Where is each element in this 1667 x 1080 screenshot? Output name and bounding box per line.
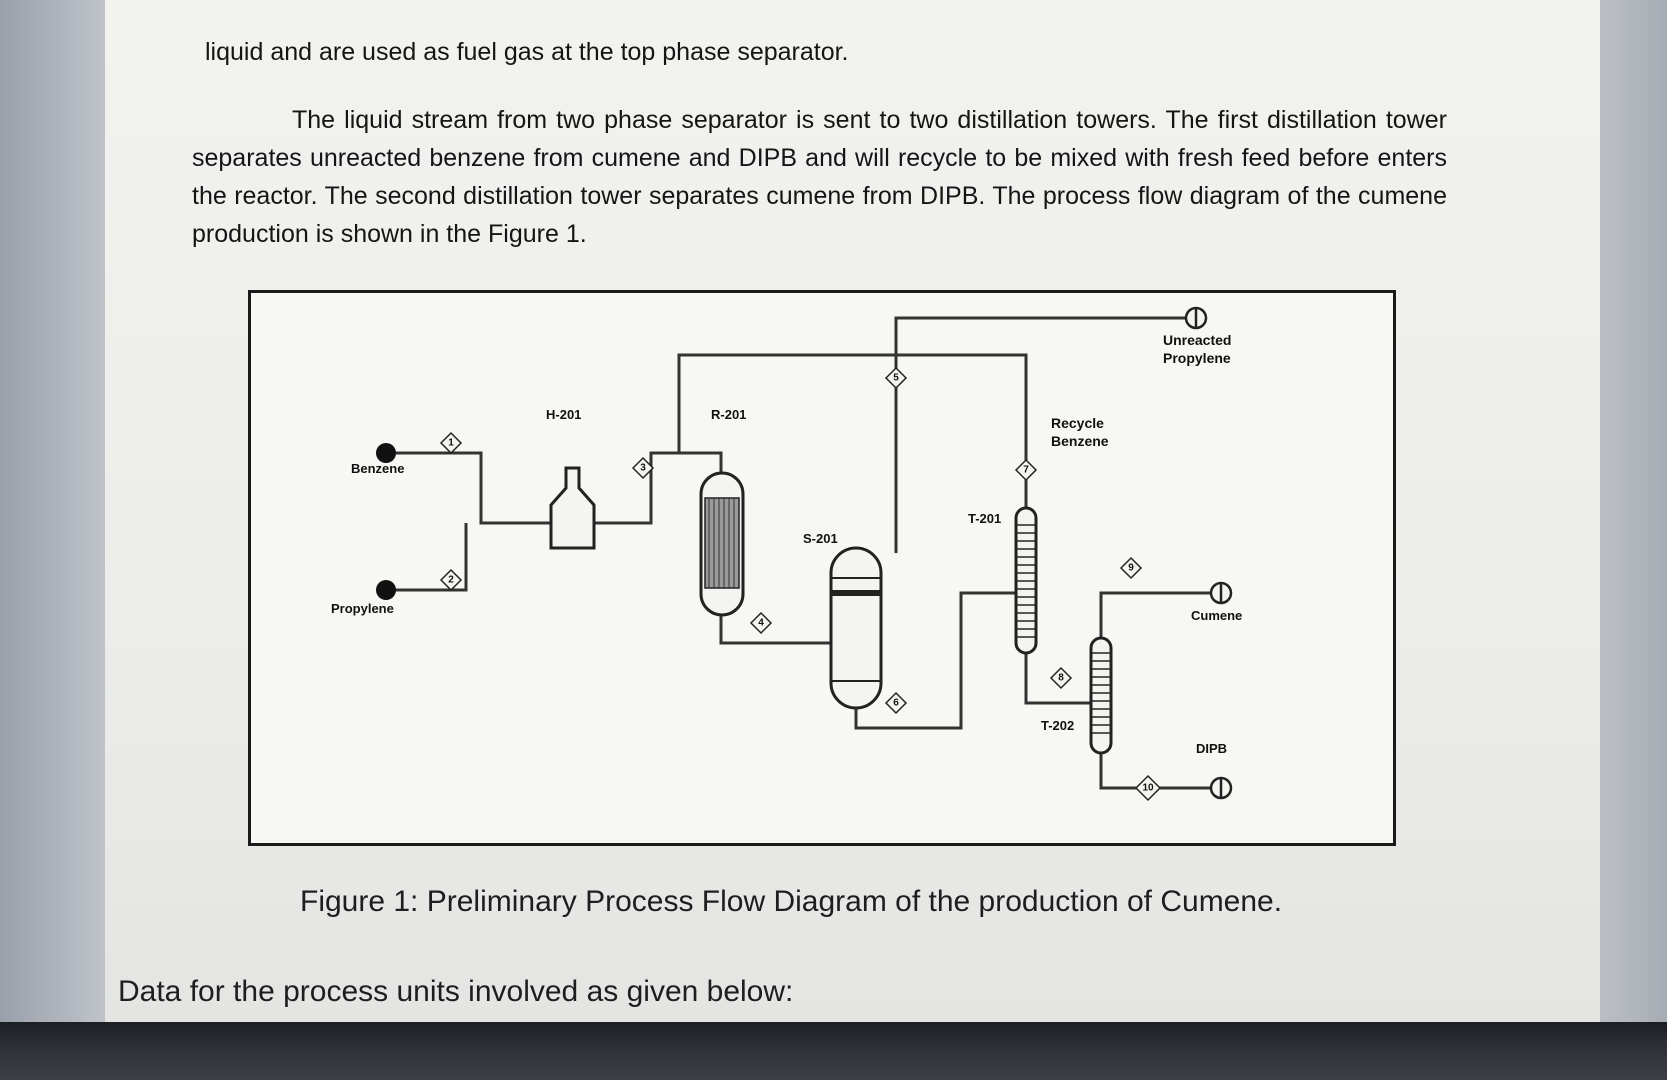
stream-marker-3: 3 — [631, 456, 655, 480]
figure-caption: Figure 1: Preliminary Process Flow Diagr… — [300, 885, 1283, 918]
svg-text:6: 6 — [893, 698, 899, 709]
unreacted-propylene-terminal-icon — [1184, 306, 1208, 330]
stream-marker-10: 10 — [1134, 774, 1162, 802]
process-flow-diagram: 1 2 3 4 5 6 7 8 9 10 H-201 R-201 S-201 T… — [248, 290, 1396, 846]
data-intro-text: Data for the process units involved as g… — [118, 975, 794, 1008]
recycle-benzene-line — [677, 353, 1028, 508]
heater-outlet-line — [591, 451, 723, 525]
tower-t202 — [1089, 636, 1113, 755]
dipb-line — [1099, 753, 1221, 790]
stream-marker-7: 7 — [1014, 458, 1038, 482]
svg-text:8: 8 — [1058, 673, 1064, 684]
heater-h201 — [549, 466, 596, 550]
reactor-r201 — [699, 471, 745, 617]
stream-marker-4: 4 — [749, 611, 773, 635]
label-recycle: Recycle — [1051, 415, 1104, 431]
dipb-terminal-icon — [1209, 776, 1233, 800]
propylene-terminal-icon — [376, 580, 396, 600]
label-r201: R-201 — [711, 407, 746, 422]
tower-t201 — [1014, 506, 1038, 655]
label-cumene: Cumene — [1191, 608, 1242, 623]
stream-marker-6: 6 — [884, 691, 908, 715]
terminal-symbols — [376, 306, 1233, 800]
benzene-feed-line — [386, 451, 571, 525]
label-dipb: DIPB — [1196, 741, 1227, 756]
stream-marker-5: 5 — [884, 366, 908, 390]
label-recycle-benzene: Benzene — [1051, 433, 1109, 449]
separator-liquid-line — [854, 591, 1021, 730]
paragraph-distillation: The liquid stream from two phase separat… — [192, 106, 1447, 248]
stream-marker-9: 9 — [1119, 556, 1143, 580]
stream-marker-1: 1 — [439, 431, 463, 455]
svg-text:1: 1 — [448, 438, 454, 449]
label-propylene: Propylene — [331, 601, 394, 616]
cumene-line — [1099, 591, 1221, 638]
monitor-bezel — [0, 1022, 1667, 1080]
cumene-terminal-icon — [1209, 581, 1233, 605]
stream-marker-8: 8 — [1049, 666, 1073, 690]
svg-text:10: 10 — [1142, 783, 1154, 794]
label-s201: S-201 — [803, 531, 838, 546]
pfd-svg: 1 2 3 4 5 6 7 8 9 10 H-201 R-201 S-201 T… — [331, 306, 1242, 802]
svg-text:3: 3 — [640, 463, 646, 474]
propylene-feed-line — [386, 523, 468, 592]
label-t201: T-201 — [968, 511, 1001, 526]
svg-text:4: 4 — [758, 618, 764, 629]
unreacted-propylene-line — [894, 316, 1196, 553]
label-unreacted-propylene: Propylene — [1163, 350, 1231, 366]
svg-text:7: 7 — [1023, 465, 1029, 476]
svg-text:2: 2 — [448, 575, 454, 586]
label-t202: T-202 — [1041, 718, 1074, 733]
label-unreacted: Unreacted — [1163, 332, 1231, 348]
paragraph-fuel-gas: liquid and are used as fuel gas at the t… — [205, 38, 849, 66]
stream-number-markers: 1 2 3 4 5 6 7 8 9 10 — [439, 366, 1162, 802]
benzene-terminal-icon — [376, 443, 396, 463]
svg-text:5: 5 — [893, 373, 899, 384]
separator-s201 — [829, 546, 883, 710]
stream-marker-2: 2 — [439, 568, 463, 592]
svg-text:9: 9 — [1128, 563, 1134, 574]
reactor-outlet-line — [719, 615, 856, 645]
label-h201: H-201 — [546, 407, 581, 422]
label-benzene: Benzene — [351, 461, 404, 476]
